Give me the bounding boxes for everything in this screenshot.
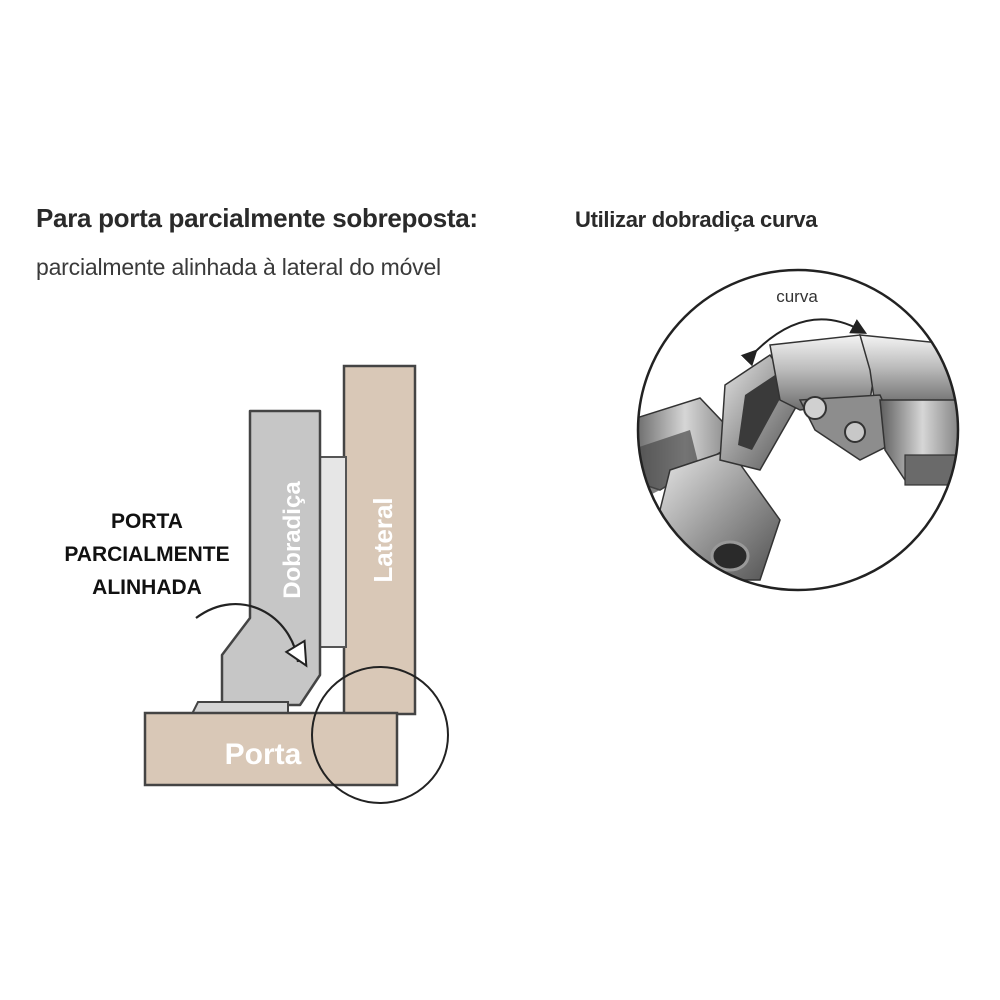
curved-arrow-head (284, 639, 308, 668)
side-panel-label: Lateral (368, 497, 398, 582)
door-alignment-callout: PORTA PARCIALMENTE ALINHADA (18, 505, 276, 604)
pivot-pin-1 (803, 396, 827, 420)
side-panel (342, 364, 417, 716)
hinge-instruction: Utilizar dobradiça curva (575, 207, 818, 232)
curve-arrow (740, 318, 868, 367)
hinge-label: Dobradiça (279, 481, 306, 599)
callout-line-1: PORTA (111, 510, 183, 533)
arm-slot (738, 375, 782, 450)
curve-label: curva (776, 287, 818, 306)
zoom-circle-outline (636, 268, 960, 592)
diagram-subtitle: parcialmente alinhada à lateral do móvel (36, 254, 441, 280)
door-label: Porta (225, 738, 302, 771)
diagram-title: Para porta parcialmente sobreposta: (36, 203, 478, 233)
detail-circle (311, 666, 449, 804)
screw-hole (710, 540, 750, 572)
pivot-pin-2 (844, 421, 866, 443)
door-panel (143, 711, 399, 787)
callout-line-2: PARCIALMENTE (64, 543, 230, 566)
callout-line-3: ALINHADA (92, 576, 202, 599)
zoom-detail: curva (636, 268, 960, 592)
mounting-plate (319, 456, 347, 648)
